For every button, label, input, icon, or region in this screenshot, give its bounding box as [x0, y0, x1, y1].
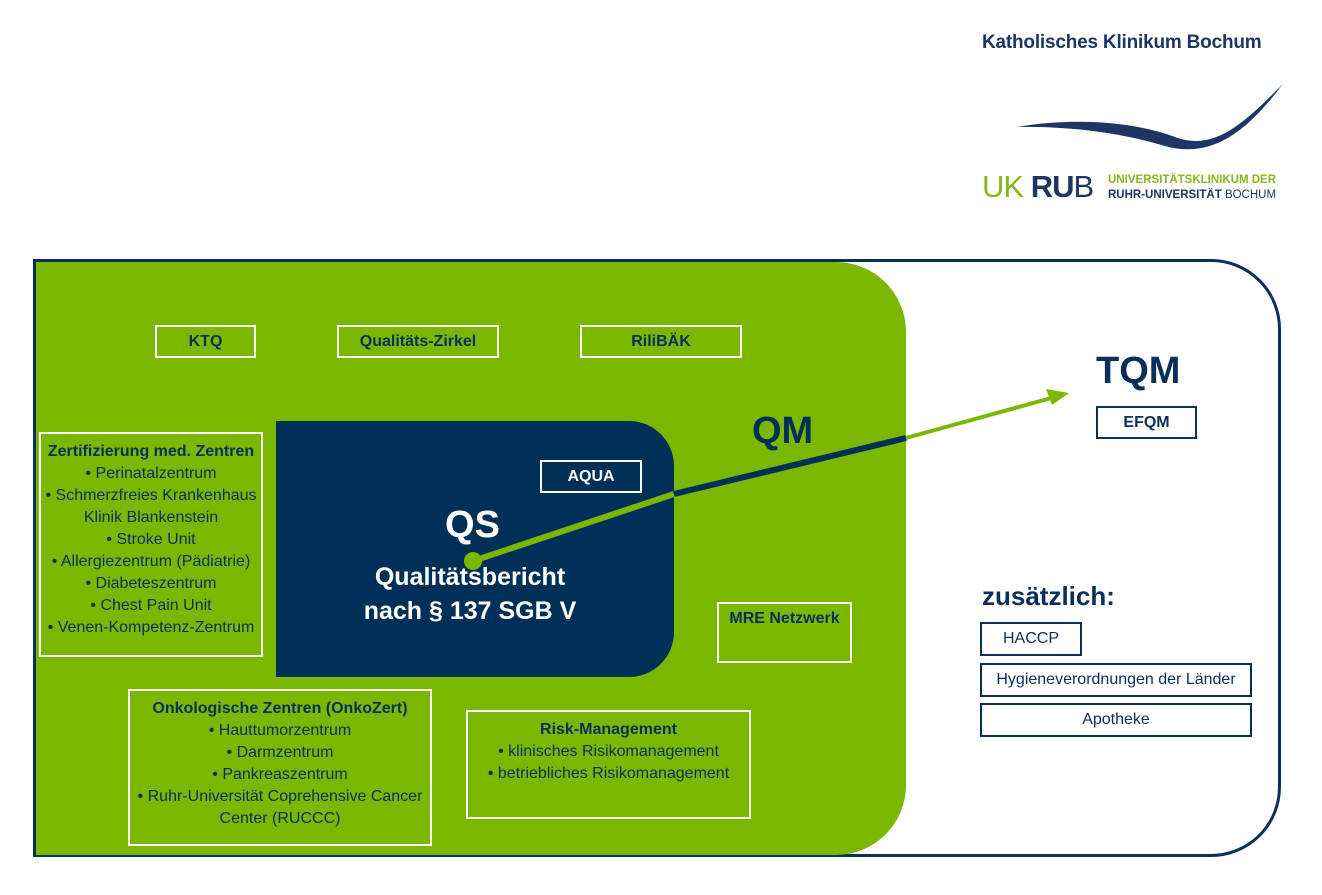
haccp-box: HACCP [980, 622, 1082, 656]
arrow-origin-dot-icon [464, 552, 482, 570]
onko-item: • Pankreaszentrum [212, 766, 348, 783]
logo-title: Katholisches Klinikum Bochum [982, 32, 1262, 53]
zertifizierung-item: • Perinatalzentrum [85, 465, 217, 482]
logo-b: B [1073, 169, 1094, 204]
arrow-segment-qs [472, 491, 675, 564]
zertifizierung-title: Zertifizierung med. Zentren [47, 443, 255, 460]
zertifizierung-item: • Diabeteszentrum [85, 575, 217, 592]
risk-title: Risk-Management [540, 721, 677, 738]
zertifizierung-item: • Chest Pain Unit [90, 597, 212, 614]
onko-box: Onkologische Zentren (OnkoZert) • Hauttu… [128, 689, 432, 846]
qualitaets-zirkel-box: Qualitäts-Zirkel [337, 325, 499, 358]
logo-subtitle-line2-normal: BOCHUM [1224, 189, 1277, 201]
rilibaek-box: RiliBÄK [580, 325, 742, 358]
logo-subtitle-line1: UNIVERSITÄTSKLINIKUM DER [1108, 174, 1277, 186]
zertifizierung-item: • Allergiezentrum (Pädiatrie) [51, 553, 251, 570]
logo-subtitle: UNIVERSITÄTSKLINIKUM DER RUHR-UNIVERSITÄ… [1108, 173, 1276, 203]
onko-item: • Hauttumorzentrum [208, 722, 352, 739]
zertifizierung-item: • Stroke Unit [106, 531, 196, 548]
hygieneverordnungen-box: Hygieneverordnungen der Länder [980, 663, 1252, 697]
risk-item: • klinisches Risikomanagement [498, 743, 719, 760]
arrow-segment-tqm [905, 395, 1056, 440]
qm-label: QM [752, 410, 814, 452]
onko-item: • Ruhr-Universität Coprehensive Cancer [137, 788, 423, 805]
tqm-label: TQM [1096, 350, 1181, 392]
zertifizierung-item: • Venen-Kompetenz-Zentrum [47, 619, 255, 636]
efqm-box: EFQM [1096, 406, 1197, 439]
logo-subtitle-line2-bold: RUHR-UNIVERSITÄT [1108, 189, 1222, 201]
zertifizierung-item: Klinik Blankenstein [83, 509, 219, 526]
arrow-head-icon [1046, 389, 1069, 405]
risk-item: • betriebliches Risikomanagement [487, 765, 730, 782]
qs-subtitle-line2: nach § 137 SGB V [363, 597, 577, 625]
zertifizierung-item: • Schmerzfreies Krankenhaus [45, 487, 257, 504]
mre-netzwerk-box: MRE Netzwerk [717, 602, 852, 663]
apotheke-box: Apotheke [980, 703, 1252, 737]
logo-wave-icon [1017, 84, 1283, 150]
aqua-box: AQUA [540, 460, 642, 493]
onko-item: Center (RUCCC) [219, 810, 341, 827]
qs-title: QS [445, 504, 500, 546]
qs-area [276, 421, 674, 677]
zusaetzlich-title: zusätzlich: [982, 581, 1115, 611]
risk-box: Risk-Management • klinisches Risikomanag… [466, 710, 751, 819]
onko-item: • Darmzentrum [226, 744, 334, 761]
logo-ukrub: UK RUB [982, 169, 1094, 204]
ktq-box: KTQ [155, 325, 256, 358]
arrow-segment-qm [673, 435, 907, 497]
logo-uk: UK [982, 169, 1024, 204]
onko-title: Onkologische Zentren (OnkoZert) [152, 700, 408, 717]
zertifizierung-box: Zertifizierung med. Zentren • Perinatalz… [39, 432, 263, 657]
logo-ru: RU [1030, 169, 1075, 204]
